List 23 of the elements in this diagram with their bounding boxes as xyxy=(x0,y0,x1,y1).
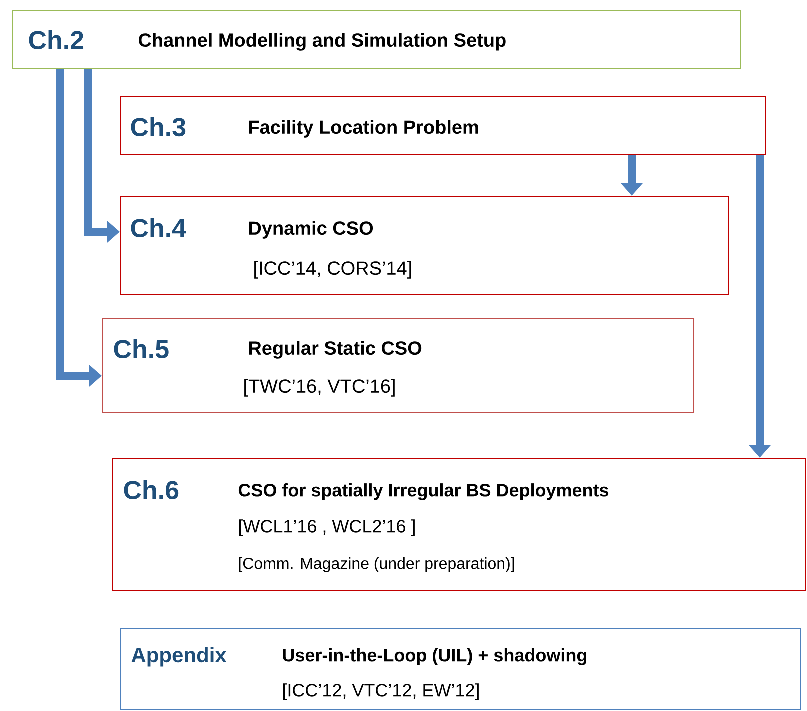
chapter-title: Channel Modelling and Simulation Setup xyxy=(138,33,506,51)
chapter-title: User-in-the-Loop (UIL) + shadowing xyxy=(283,648,586,666)
chapter-number: Ch.3 xyxy=(131,117,186,137)
chapter-box xyxy=(120,196,730,296)
citation-text: [ICC’12, VTC’12, EW’12] xyxy=(284,684,479,700)
chapter-title: Dynamic CSO xyxy=(249,221,374,239)
chapter-box xyxy=(120,96,766,156)
citation-text: [WCL1’16 , WCL2’16 ] xyxy=(240,520,415,536)
chapter-box xyxy=(112,458,806,592)
appendix-box xyxy=(120,628,802,710)
chapter-box xyxy=(102,318,694,414)
chapter-number: Ch.2 xyxy=(29,30,84,50)
chapter-number: Ch.5 xyxy=(114,339,169,359)
chapter-box xyxy=(12,10,742,70)
appendix-label: Appendix xyxy=(132,647,227,667)
citation-text: [TWC’16, VTC’16] xyxy=(244,379,395,397)
chapter-title: Regular Static CSO xyxy=(249,341,422,359)
citation-text: [ICC’14, CORS’14] xyxy=(254,261,412,279)
chapter-number: Ch.6 xyxy=(124,480,179,500)
citation-text: [Comm. Magazine (under preparation)] xyxy=(239,558,514,572)
chapter-title: CSO for spatially Irregular BS Deployments xyxy=(238,484,609,500)
chapter-title: Facility Location Problem xyxy=(249,120,478,138)
chapter-number: Ch.4 xyxy=(131,218,186,238)
